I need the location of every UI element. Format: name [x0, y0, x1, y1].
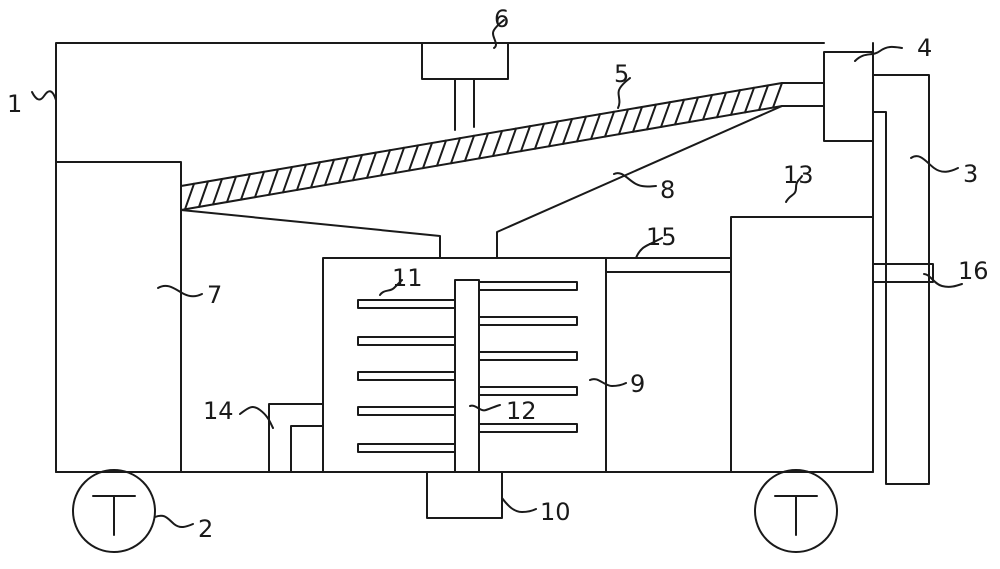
screw-conveyor-hatch [184, 82, 783, 211]
blade-right-1 [478, 281, 578, 291]
top-column [454, 78, 475, 131]
blade-left-5 [357, 443, 456, 453]
blade-right-5 [478, 423, 578, 433]
wheel-right [754, 469, 838, 553]
blade-left-3 [357, 371, 456, 381]
right-chamber [730, 216, 874, 473]
label-6: 6 [494, 5, 509, 33]
blade-left-2 [357, 336, 456, 346]
connecting-pipe [605, 257, 732, 273]
blade-right-3 [478, 351, 578, 361]
label-2: 2 [198, 515, 213, 543]
label-4: 4 [917, 34, 932, 62]
label-16: 16 [958, 257, 989, 285]
leader-12 [469, 404, 501, 412]
outlet-pipe [268, 403, 324, 473]
left-chamber [55, 161, 182, 473]
leader-9 [589, 378, 627, 387]
blade-right-4 [478, 386, 578, 396]
blade-left-1 [357, 299, 456, 309]
label-7: 7 [207, 281, 222, 309]
leader-10 [501, 497, 537, 513]
label-5: 5 [614, 60, 629, 88]
blade-left-4 [357, 406, 456, 416]
leader-2 [154, 514, 194, 528]
motor [823, 51, 874, 142]
central-shaft [454, 279, 480, 473]
label-1: 1 [7, 90, 22, 118]
side-rail [872, 74, 930, 485]
leader-7 [157, 284, 203, 298]
leader-13 [785, 175, 803, 203]
label-11: 11 [392, 264, 423, 292]
label-8: 8 [660, 176, 675, 204]
label-3: 3 [963, 160, 978, 188]
leader-3 [910, 155, 959, 173]
leader-15 [635, 237, 663, 259]
leader-14 [239, 406, 274, 429]
leader-16 [923, 273, 963, 288]
top-block [421, 42, 509, 80]
leader-4 [854, 45, 903, 62]
bottom-outlet [426, 471, 503, 519]
leader-6 [492, 19, 505, 49]
label-14: 14 [203, 397, 234, 425]
leader-1 [31, 90, 57, 101]
leader-8 [613, 172, 657, 188]
leader-11 [379, 279, 403, 296]
label-10: 10 [540, 498, 571, 526]
wheel-left [72, 469, 156, 553]
hopper-funnel [180, 105, 783, 259]
label-15: 15 [646, 223, 677, 251]
screw-conveyor-outline [180, 82, 825, 211]
label-12: 12 [506, 397, 537, 425]
housing-frame [55, 42, 874, 473]
label-13: 13 [783, 161, 814, 189]
label-9: 9 [630, 370, 645, 398]
blade-right-2 [478, 316, 578, 326]
leader-5 [617, 77, 631, 109]
